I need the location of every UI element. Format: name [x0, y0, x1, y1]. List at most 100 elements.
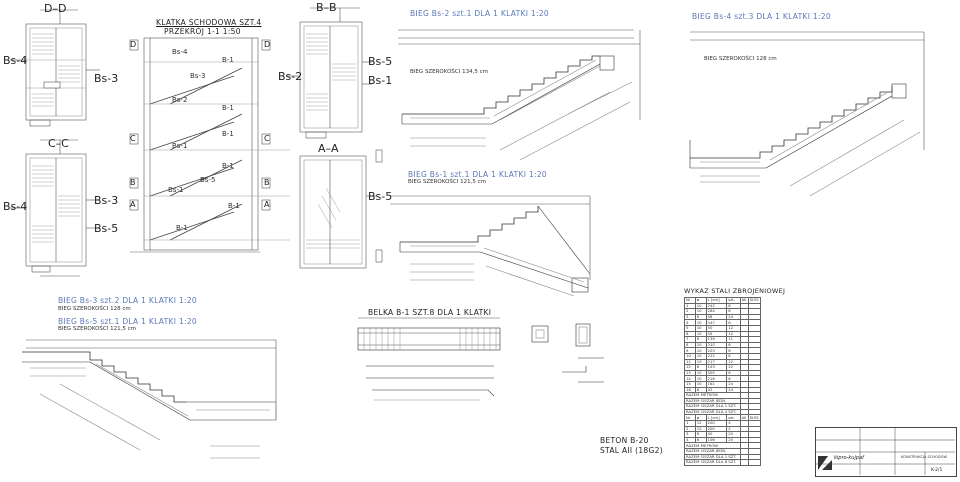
table-cell	[747, 347, 762, 354]
section-flight-label: Bs-5	[200, 176, 216, 184]
plan-bb	[286, 7, 372, 139]
section-1-1	[129, 37, 290, 253]
axis-a-left: A	[130, 200, 136, 209]
table-cell	[747, 386, 762, 394]
title-bs1: BIEG Bs-1 szt.1 DLA 1 KLATKI 1:20	[408, 170, 547, 179]
title-bs2: BIEG Bs-2 szt.1 DLA 1 KLATKI 1:20	[410, 9, 549, 18]
table-cell	[747, 459, 762, 466]
table-cell: 11	[726, 336, 741, 343]
table-cell: 6	[726, 319, 741, 326]
table-summary-row: RAZEM CIĘŻAR DLA 8 SZT.	[684, 459, 762, 466]
table-cell	[747, 448, 762, 455]
table-cell: 6	[726, 341, 741, 349]
table-summary-row: RAZEM CIĘŻAR JEDN.	[684, 397, 762, 405]
table-cell	[747, 336, 762, 343]
label-bs5-left: Bs-5	[94, 222, 119, 235]
section-flight-label: B-1	[222, 104, 234, 112]
title-belka: BELKA B-1 SZT.8 DLA 1 KLATKI	[368, 308, 492, 317]
table-summary-row: RAZEM METRÓW	[684, 442, 762, 449]
label-bs4-top: Bs-4	[3, 54, 28, 67]
table-cell: 12	[726, 325, 741, 332]
steel-class: STAL AII (18G2)	[600, 446, 663, 455]
title-bs4: BIEG Bs-4 szt.3 DLA 1 KLATKI 1:20	[692, 12, 831, 21]
section-flight-label: B-1	[222, 130, 234, 138]
table-cell	[747, 319, 762, 326]
flight-bs4	[689, 31, 925, 197]
axis-d-left: D	[130, 40, 137, 49]
table-cell: 4	[726, 420, 741, 427]
section-flight-label: B-1	[228, 202, 240, 210]
flight-bs3-bs5	[22, 339, 277, 459]
plan-dd	[10, 9, 100, 127]
table-cell	[747, 436, 762, 444]
table-cell	[747, 425, 762, 433]
table-cell	[747, 442, 762, 449]
table-cell	[747, 380, 762, 388]
table-cell	[747, 453, 762, 461]
table-cell: 24	[726, 380, 741, 388]
company-logo	[818, 456, 832, 470]
table-summary-row: RAZEM CIĘŻAR DLA 4 SZT.	[684, 408, 762, 416]
table-cell: 6	[726, 347, 741, 354]
table-cell	[739, 459, 749, 466]
width-bs1: BIEG SZEROKOŚCI 121,5 cm	[408, 179, 486, 185]
table-cell: 6	[726, 369, 741, 377]
table-cell	[747, 403, 762, 410]
title-bs5: BIEG Bs-5 szt.1 DLA 1 KLATKI 1:20	[58, 317, 197, 326]
label-bs1-right: Bs-1	[368, 74, 393, 87]
table-cell: 2	[726, 425, 741, 433]
axis-a-right: A	[264, 200, 270, 209]
axis-c-left: C	[130, 134, 136, 143]
axis-c-right: C	[264, 134, 270, 143]
label-cc: C–C	[48, 137, 69, 150]
concrete-class: BETON B-20	[600, 436, 649, 445]
table-cell: szt.	[726, 414, 741, 422]
table-cell	[747, 408, 762, 416]
table-cell: 24	[726, 313, 741, 321]
table-cell: 6	[726, 308, 741, 315]
label-bs5-aa: Bs-5	[368, 190, 393, 203]
axis-d-right: D	[264, 40, 271, 49]
table-summary-row: RAZEM CIĘŻAR DLA 1 SZT.	[684, 453, 762, 461]
table-cell: RAZEM CIĘŻAR DLA 8 SZT.	[684, 459, 741, 466]
axis-b-left: B	[130, 178, 136, 187]
table-cell: 6	[726, 352, 741, 360]
table-cell: 20	[726, 431, 741, 438]
table-cell	[747, 431, 762, 438]
table-cell	[747, 375, 762, 382]
table-cell: 12	[726, 330, 741, 338]
table-cell	[747, 341, 762, 349]
table-cell	[747, 397, 762, 405]
section-title: KLATKA SCHODOWA SZT.4	[156, 18, 262, 27]
table-cell	[747, 330, 762, 338]
label-bs3-top: Bs-3	[94, 72, 119, 85]
titleblock-lines	[815, 427, 955, 475]
table-cell	[747, 325, 762, 332]
axis-b-right: B	[264, 178, 270, 187]
table-cell	[747, 358, 762, 366]
table-cell	[747, 352, 762, 360]
width-bs4: BIEG SZEROKOŚCI 128 cm	[704, 56, 777, 62]
table-cell	[747, 420, 762, 427]
table-cell: 12	[726, 358, 741, 366]
section-flight-label: B-1	[222, 162, 234, 170]
title-block: KONSTRUKCJA SCHODÓW kipro-kujpaf K-2/1	[815, 427, 957, 477]
table-cell: szt.	[726, 297, 741, 304]
table-cell	[747, 308, 762, 315]
